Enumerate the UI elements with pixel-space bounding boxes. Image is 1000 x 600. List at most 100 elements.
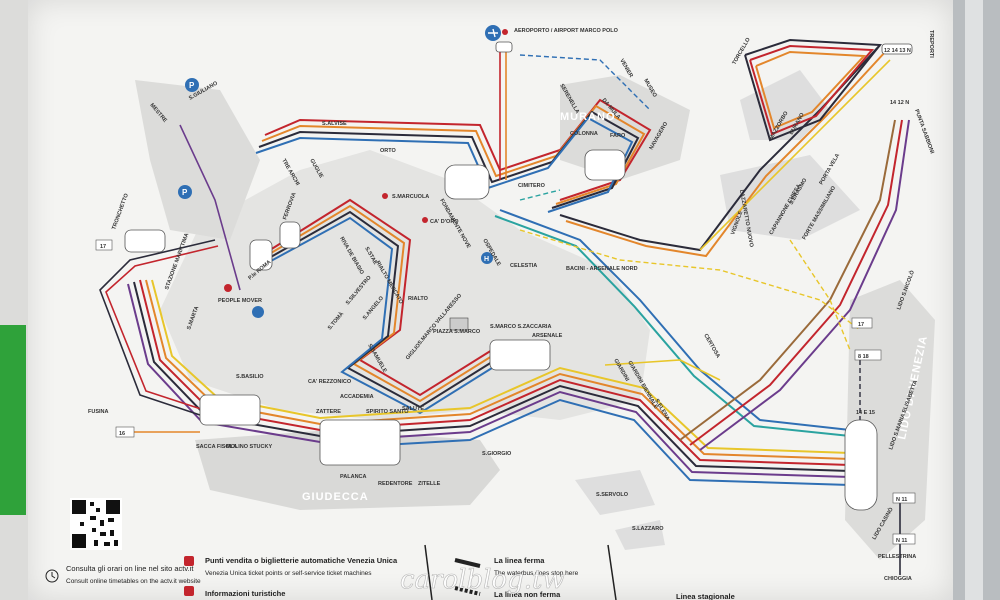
legend-stop-line-sample: [454, 558, 481, 568]
route-east-purple[interactable]: [699, 119, 910, 451]
frame-right-edge: [953, 0, 1000, 600]
stop-label-colonna: COLONNA: [570, 131, 598, 137]
route-grand-canal-orange[interactable]: [265, 204, 501, 403]
hospital-icon: [481, 252, 493, 264]
stop-marker-tronchetto[interactable]: [124, 229, 166, 253]
legend-tickets-en: Venezia Unica ticket points or self-serv…: [205, 570, 372, 577]
parking-glyph-tronchetto: P: [182, 188, 188, 197]
stop-label-orto: ORTO: [380, 148, 397, 154]
stop-label-s-basilio: S.BASILIO: [236, 374, 264, 380]
route-giudecca-north-dark[interactable]: [99, 239, 216, 416]
lido-n11-code: N 11: [896, 497, 907, 503]
route-burano-red[interactable]: [749, 44, 875, 136]
route-giudecca-north-red[interactable]: [105, 245, 219, 411]
route-east-red[interactable]: [689, 119, 903, 446]
lido-n11-b-badge: [892, 533, 916, 545]
stop-label-salute: SALUTE: [402, 406, 424, 412]
land-s-lazzaro: [615, 520, 665, 550]
legend-consult-en: Consult online timetables on the actv.it…: [66, 578, 201, 585]
route-east-orange[interactable]: [565, 50, 887, 258]
route-giardini-yellow[interactable]: [604, 359, 721, 381]
route-grand-canal-dark[interactable]: [261, 210, 501, 409]
stop-label-s-marco-s-zaccaria: S.MARCO S.ZACCARIA: [490, 324, 551, 330]
stop-marker-murano-faro[interactable]: [584, 149, 626, 181]
route-burano-orange[interactable]: [755, 50, 867, 130]
parking-icon-p-roma: [252, 306, 264, 318]
stop-label-zattere: ZATTERE: [316, 409, 341, 415]
route-seasonal-blue-murano[interactable]: [519, 54, 651, 111]
ticket-point-icon-airport: [502, 29, 508, 35]
stop-label-spirito-santo: SPIRITO SANTO: [366, 409, 409, 415]
route-giudecca-orange[interactable]: [145, 279, 851, 460]
route-giudecca-blue[interactable]: [329, 398, 851, 486]
clock-hands: [51, 572, 56, 579]
route-people-mover[interactable]: [179, 124, 241, 291]
fusina-code-badge: [115, 426, 135, 438]
stop-label-people-mover: PEOPLE MOVER: [218, 298, 262, 304]
stop-label-s-marcuola: S.MARCUOLA: [392, 194, 429, 200]
route-burano-dark[interactable]: [744, 38, 882, 142]
route-lido-treporti-yellow[interactable]: [699, 59, 891, 251]
legend-seasonal-it: Linea stagionale: [676, 592, 735, 600]
stop-label-s-servolo: S.SERVOLO: [596, 492, 629, 498]
stop-marker-p-roma[interactable]: [249, 239, 273, 271]
route-seasonal-yellow-lido[interactable]: [789, 239, 851, 351]
line-code-badges: 16 17 17 8 18 N 11 N 11 12 14 13 N 14 12…: [95, 48, 916, 545]
stop-label-certosa: CERTOSA: [702, 333, 721, 359]
stop-marker-s-zaccaria[interactable]: [489, 339, 551, 371]
stop-label-faro: FARO: [610, 133, 626, 139]
green-sign-tab: [0, 325, 26, 515]
land-giudecca: [195, 430, 500, 510]
stop-marker-ferrovia[interactable]: [279, 221, 301, 249]
tronchetto-code-badge: [95, 239, 113, 251]
parking-icon-mestre: [185, 78, 199, 92]
stop-label-tronchetto: TRONCHETTO: [111, 192, 130, 231]
route-east-teal[interactable]: [494, 215, 851, 437]
ticket-point-icon-cadoro: [422, 217, 428, 223]
ticket-point-legend-icon: [184, 556, 194, 566]
stop-marker-airport[interactable]: [495, 41, 513, 53]
stop-label-punta-sabbioni: PUNTA SABBIONI: [913, 109, 935, 155]
stop-marker-fondamente-nove[interactable]: [444, 164, 490, 200]
route-east-blue[interactable]: [499, 209, 851, 431]
route-giudecca-yellow[interactable]: [151, 279, 851, 454]
route-giudecca-dark[interactable]: [133, 281, 851, 472]
metal-pole: [965, 0, 983, 600]
clock-icon: [45, 569, 59, 583]
stop-label-rialto: RIALTO: [408, 296, 429, 302]
land-s-servolo: [575, 470, 655, 515]
giudecca-canal-bundle: [127, 279, 851, 486]
stop-marker-treporti[interactable]: [881, 43, 913, 55]
route-grand-canal-red[interactable]: [269, 198, 501, 397]
parking-icon-tronchetto: [178, 185, 192, 199]
stop-label-zitelle: ZITELLE: [418, 481, 441, 487]
route-grand-canal-blue[interactable]: [257, 216, 501, 415]
stop-marker-s-basilio[interactable]: [199, 394, 261, 426]
stop-label-bacini: BACINI - ARSENALE NORD: [566, 266, 638, 272]
ticket-point-icon-marcuola: [382, 193, 388, 199]
stop-label-arsenale: ARSENALE: [532, 333, 563, 339]
lido-n11-b-code: N 11: [896, 538, 907, 544]
legend-nostop-it: La linea non ferma: [494, 590, 561, 599]
treporti-codes: 12 14 13 N: [884, 48, 911, 54]
stop-label-torcello: TORCELLO: [732, 36, 753, 66]
airport-label: AEROPORTO / AIRPORT MARCO POLO: [514, 28, 619, 34]
stop-label-piazza-s-marco: PIAZZA S.MARCO: [433, 329, 481, 335]
route-seasonal-yellow[interactable]: [519, 229, 861, 331]
stop-marker-zattere[interactable]: [319, 419, 401, 466]
stop-marker-lido[interactable]: [844, 419, 878, 511]
route-seasonal-green-murano[interactable]: [519, 189, 561, 201]
stop-label-s-giorgio: S.GIORGIO: [482, 451, 512, 457]
fusina-code: 16: [119, 431, 125, 437]
route-giudecca-purple[interactable]: [127, 283, 851, 478]
stop-label-accademia: ACCADEMIA: [340, 394, 374, 400]
legend-stop-it: La linea ferma: [494, 556, 545, 565]
lido-nicolo-code: 17: [858, 322, 864, 328]
airport-badge: AEROPORTO / AIRPORT MARCO POLO: [485, 25, 619, 41]
area-label-murano: MURANO: [560, 111, 616, 123]
lido-n11-badge: [892, 492, 916, 504]
legend-stop-en: The waterbus does stop here: [494, 570, 579, 577]
lido-codes: 14 E 15: [856, 410, 875, 416]
